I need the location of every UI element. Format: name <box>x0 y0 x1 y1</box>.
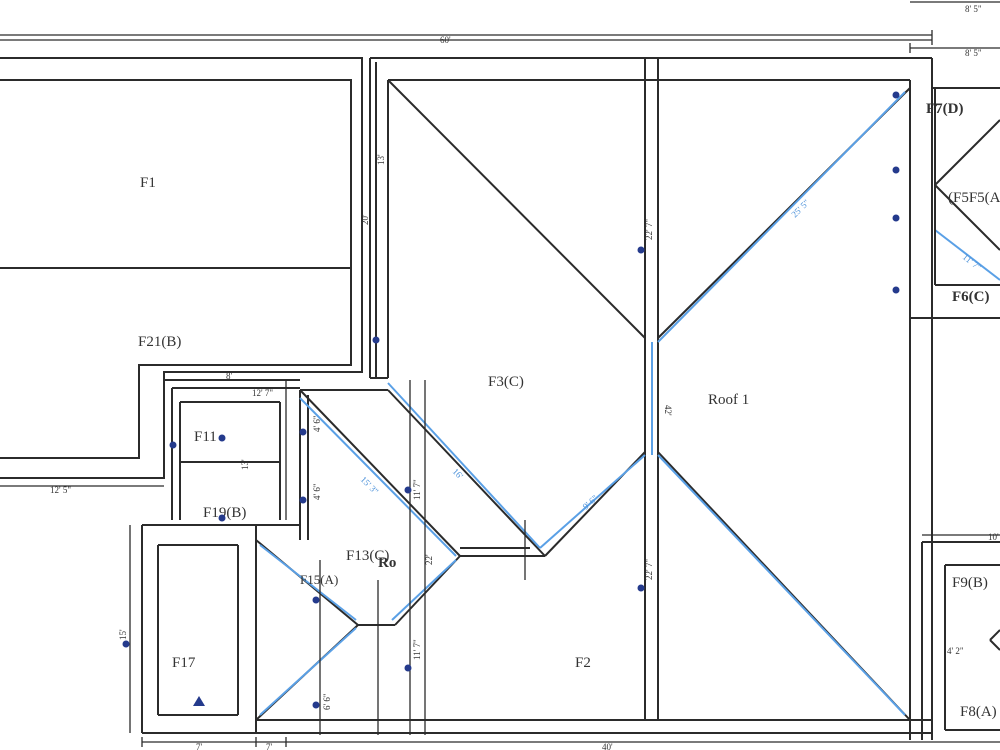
pitch-marker <box>892 91 900 99</box>
label-f17: F17 <box>172 655 196 671</box>
blue-ridge-lines <box>259 91 1000 716</box>
label-f3c: F3(C) <box>488 374 524 390</box>
dim-25-5: 25' 5" <box>789 197 811 219</box>
pitch-marker <box>312 701 320 709</box>
dim-22: 22' <box>424 554 434 565</box>
dim-13: 13' <box>376 154 386 165</box>
f11-f19-area-lines <box>141 379 526 735</box>
main-roof-outline <box>256 57 933 740</box>
pitch-marker <box>372 336 380 344</box>
dim-top-60: 60' <box>440 35 451 45</box>
dim-12-7: 12' 7" <box>252 388 273 398</box>
dim-40: 40' <box>602 742 613 750</box>
pitch-marker <box>299 428 307 436</box>
label-f7d: F7(D) <box>926 101 964 117</box>
label-f19b: F19(B) <box>203 505 246 521</box>
dim-11-7: 11' 7" <box>961 252 984 273</box>
dim-4-6-b: 4' 6" <box>312 415 322 432</box>
pitch-marker <box>312 596 320 604</box>
dim-13-b: 13' <box>240 459 250 470</box>
dim-4-6-a: 4' 6" <box>312 483 322 500</box>
bottom-dimension-lines <box>129 525 1000 747</box>
label-f11: F11 <box>194 429 217 445</box>
top-dimension-lines <box>0 1 1000 53</box>
dim-11-7-b: 11' 7" <box>412 479 422 500</box>
label-f21b: F21(B) <box>138 334 181 350</box>
label-roof1: Roof 1 <box>708 392 749 408</box>
dim-22-7-a: 22' 7" <box>644 219 654 240</box>
pitch-marker <box>299 496 307 504</box>
label-f5f5: (F5F5(A <box>948 190 1000 206</box>
label-f2: F2 <box>575 655 591 671</box>
pitch-marker <box>218 514 226 522</box>
dim-10: 10' <box>988 532 999 542</box>
dim-left-12-5: 12' 5" <box>50 485 71 495</box>
pitch-markers <box>122 91 900 709</box>
pitch-marker <box>637 246 645 254</box>
dim-6-6: 6' 6" <box>322 693 332 710</box>
pitch-marker <box>637 584 645 592</box>
dim-7-a: 7' <box>196 742 203 750</box>
label-f15a: F15(A) <box>300 572 338 587</box>
pitch-marker <box>404 486 412 494</box>
label-f8a: F8(A) <box>960 704 997 720</box>
dim-11-7-c: 11' 7" <box>412 639 422 660</box>
arrow-up-icon <box>193 696 205 706</box>
pitch-marker <box>218 434 226 442</box>
pitch-marker <box>404 664 412 672</box>
dim-20: 20' <box>360 214 370 225</box>
dim-top-8-5-b: 8' 5" <box>965 48 982 58</box>
dim-9-6: 9' 6" <box>581 493 600 512</box>
dim-15: 15' <box>118 629 128 640</box>
label-f9b: F9(B) <box>952 575 988 591</box>
pitch-marker <box>892 214 900 222</box>
dim-42: 42' <box>663 405 673 416</box>
dim-7-b: 7' <box>266 742 273 750</box>
label-ro: Ro <box>378 555 396 571</box>
label-f13c: F13(C) <box>346 548 389 564</box>
hip-valley-lines <box>255 79 911 721</box>
pitch-marker <box>169 441 177 449</box>
pitch-marker <box>892 166 900 174</box>
dim-22-7-b: 22' 7" <box>644 559 654 580</box>
right-lower-box <box>921 534 1000 740</box>
dim-4-2: 4' 2" <box>947 646 964 656</box>
pitch-marker <box>892 286 900 294</box>
dim-8: 8' <box>226 371 233 381</box>
label-f6c: F6(C) <box>952 289 990 305</box>
label-f1: F1 <box>140 175 156 191</box>
right-upper-box <box>910 87 1000 319</box>
dim-top-8-5-a: 8' 5" <box>965 4 982 14</box>
left-building-outline <box>0 57 363 487</box>
pitch-marker <box>122 640 130 648</box>
